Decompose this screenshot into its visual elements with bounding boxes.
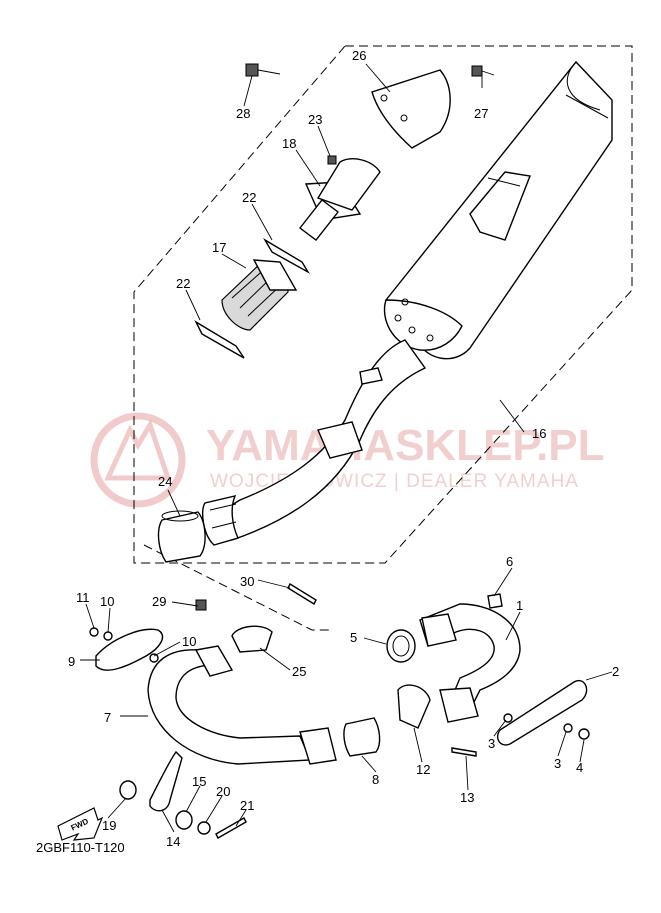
callout-2: 2	[612, 664, 619, 679]
end-cap-cover	[371, 69, 451, 149]
callout-14: 14	[166, 834, 180, 849]
callout-3-a: 3	[488, 736, 495, 751]
bolt-28	[195, 599, 207, 611]
nut-6	[487, 593, 503, 609]
bolt-23	[327, 155, 337, 165]
silencer-core	[221, 259, 298, 331]
nut-4	[578, 728, 590, 740]
callout-8: 8	[372, 772, 379, 787]
callout-28: 29	[152, 594, 166, 609]
grommet-18	[119, 780, 137, 800]
washer-3	[563, 723, 573, 733]
callout-20: 17	[212, 240, 226, 255]
inlet-pipe	[299, 158, 381, 241]
sleeve-26	[157, 511, 206, 563]
collar-15	[175, 810, 193, 830]
callout-10-b: 10	[182, 634, 196, 649]
washer-17	[197, 821, 211, 835]
fwd-arrow-icon: FWD	[57, 807, 104, 841]
muffler-body	[202, 60, 613, 546]
heat-protector-9	[95, 628, 164, 671]
callout-22-lower: 22	[176, 276, 190, 291]
gasket-5	[386, 629, 416, 663]
bolt-29	[245, 63, 281, 77]
bolt-13	[451, 747, 477, 757]
bolt-16	[215, 817, 247, 839]
callout-22-upper: 22	[242, 190, 256, 205]
callout-23: 23	[308, 112, 322, 127]
callout-19: 16	[532, 426, 546, 441]
callout-30: 30	[240, 574, 254, 589]
callout-16: 21	[240, 798, 254, 813]
heat-guard-2	[496, 679, 588, 746]
watermark-logo	[90, 412, 186, 508]
callout-15: 15	[192, 774, 206, 789]
bracket-14	[149, 750, 183, 812]
callout-4: 4	[576, 760, 583, 775]
callout-13: 13	[460, 790, 474, 805]
diagram-code: 2GBF110-T120	[36, 840, 125, 855]
gasket-upper	[263, 238, 310, 274]
callout-18: 19	[102, 818, 116, 833]
muffler-assembly-boundary	[133, 45, 633, 564]
callout-1: 1	[516, 598, 523, 613]
nut-11	[89, 627, 99, 637]
callout-5: 5	[350, 630, 357, 645]
clamp-12	[397, 684, 431, 729]
callout-12: 12	[416, 762, 430, 777]
bolt-30	[287, 583, 317, 605]
callout-11: 11	[76, 590, 90, 605]
washer-10	[103, 631, 113, 641]
sleeve-8	[343, 717, 381, 757]
exhaust-pipe-7	[147, 645, 337, 765]
callout-17: 20	[216, 784, 230, 799]
callout-7: 7	[104, 710, 111, 725]
callout-9: 9	[68, 654, 75, 669]
bolt-25	[471, 65, 495, 77]
callout-6: 6	[506, 554, 513, 569]
callout-10-a: 10	[100, 594, 114, 609]
callout-26: 24	[158, 474, 172, 489]
callout-24: 26	[352, 48, 366, 63]
callout-29: 28	[236, 106, 250, 121]
callout-labels: 26 27 28 23 18 22 17 22 16 24 30 29 11 1…	[68, 48, 619, 849]
callout-25: 27	[474, 106, 488, 121]
callout-3-b: 3	[554, 756, 561, 771]
gasket-lower	[194, 320, 245, 359]
watermark-title: YAMAHASKLEP.PL	[206, 421, 605, 470]
leader-lines	[80, 63, 613, 833]
washer-10b	[149, 653, 159, 663]
header-pipe-1	[419, 603, 521, 723]
callout-21: 18	[282, 136, 296, 151]
pipe-assembly-boundary	[143, 544, 330, 631]
callout-27: 25	[292, 664, 306, 679]
clamp-27	[231, 625, 273, 653]
